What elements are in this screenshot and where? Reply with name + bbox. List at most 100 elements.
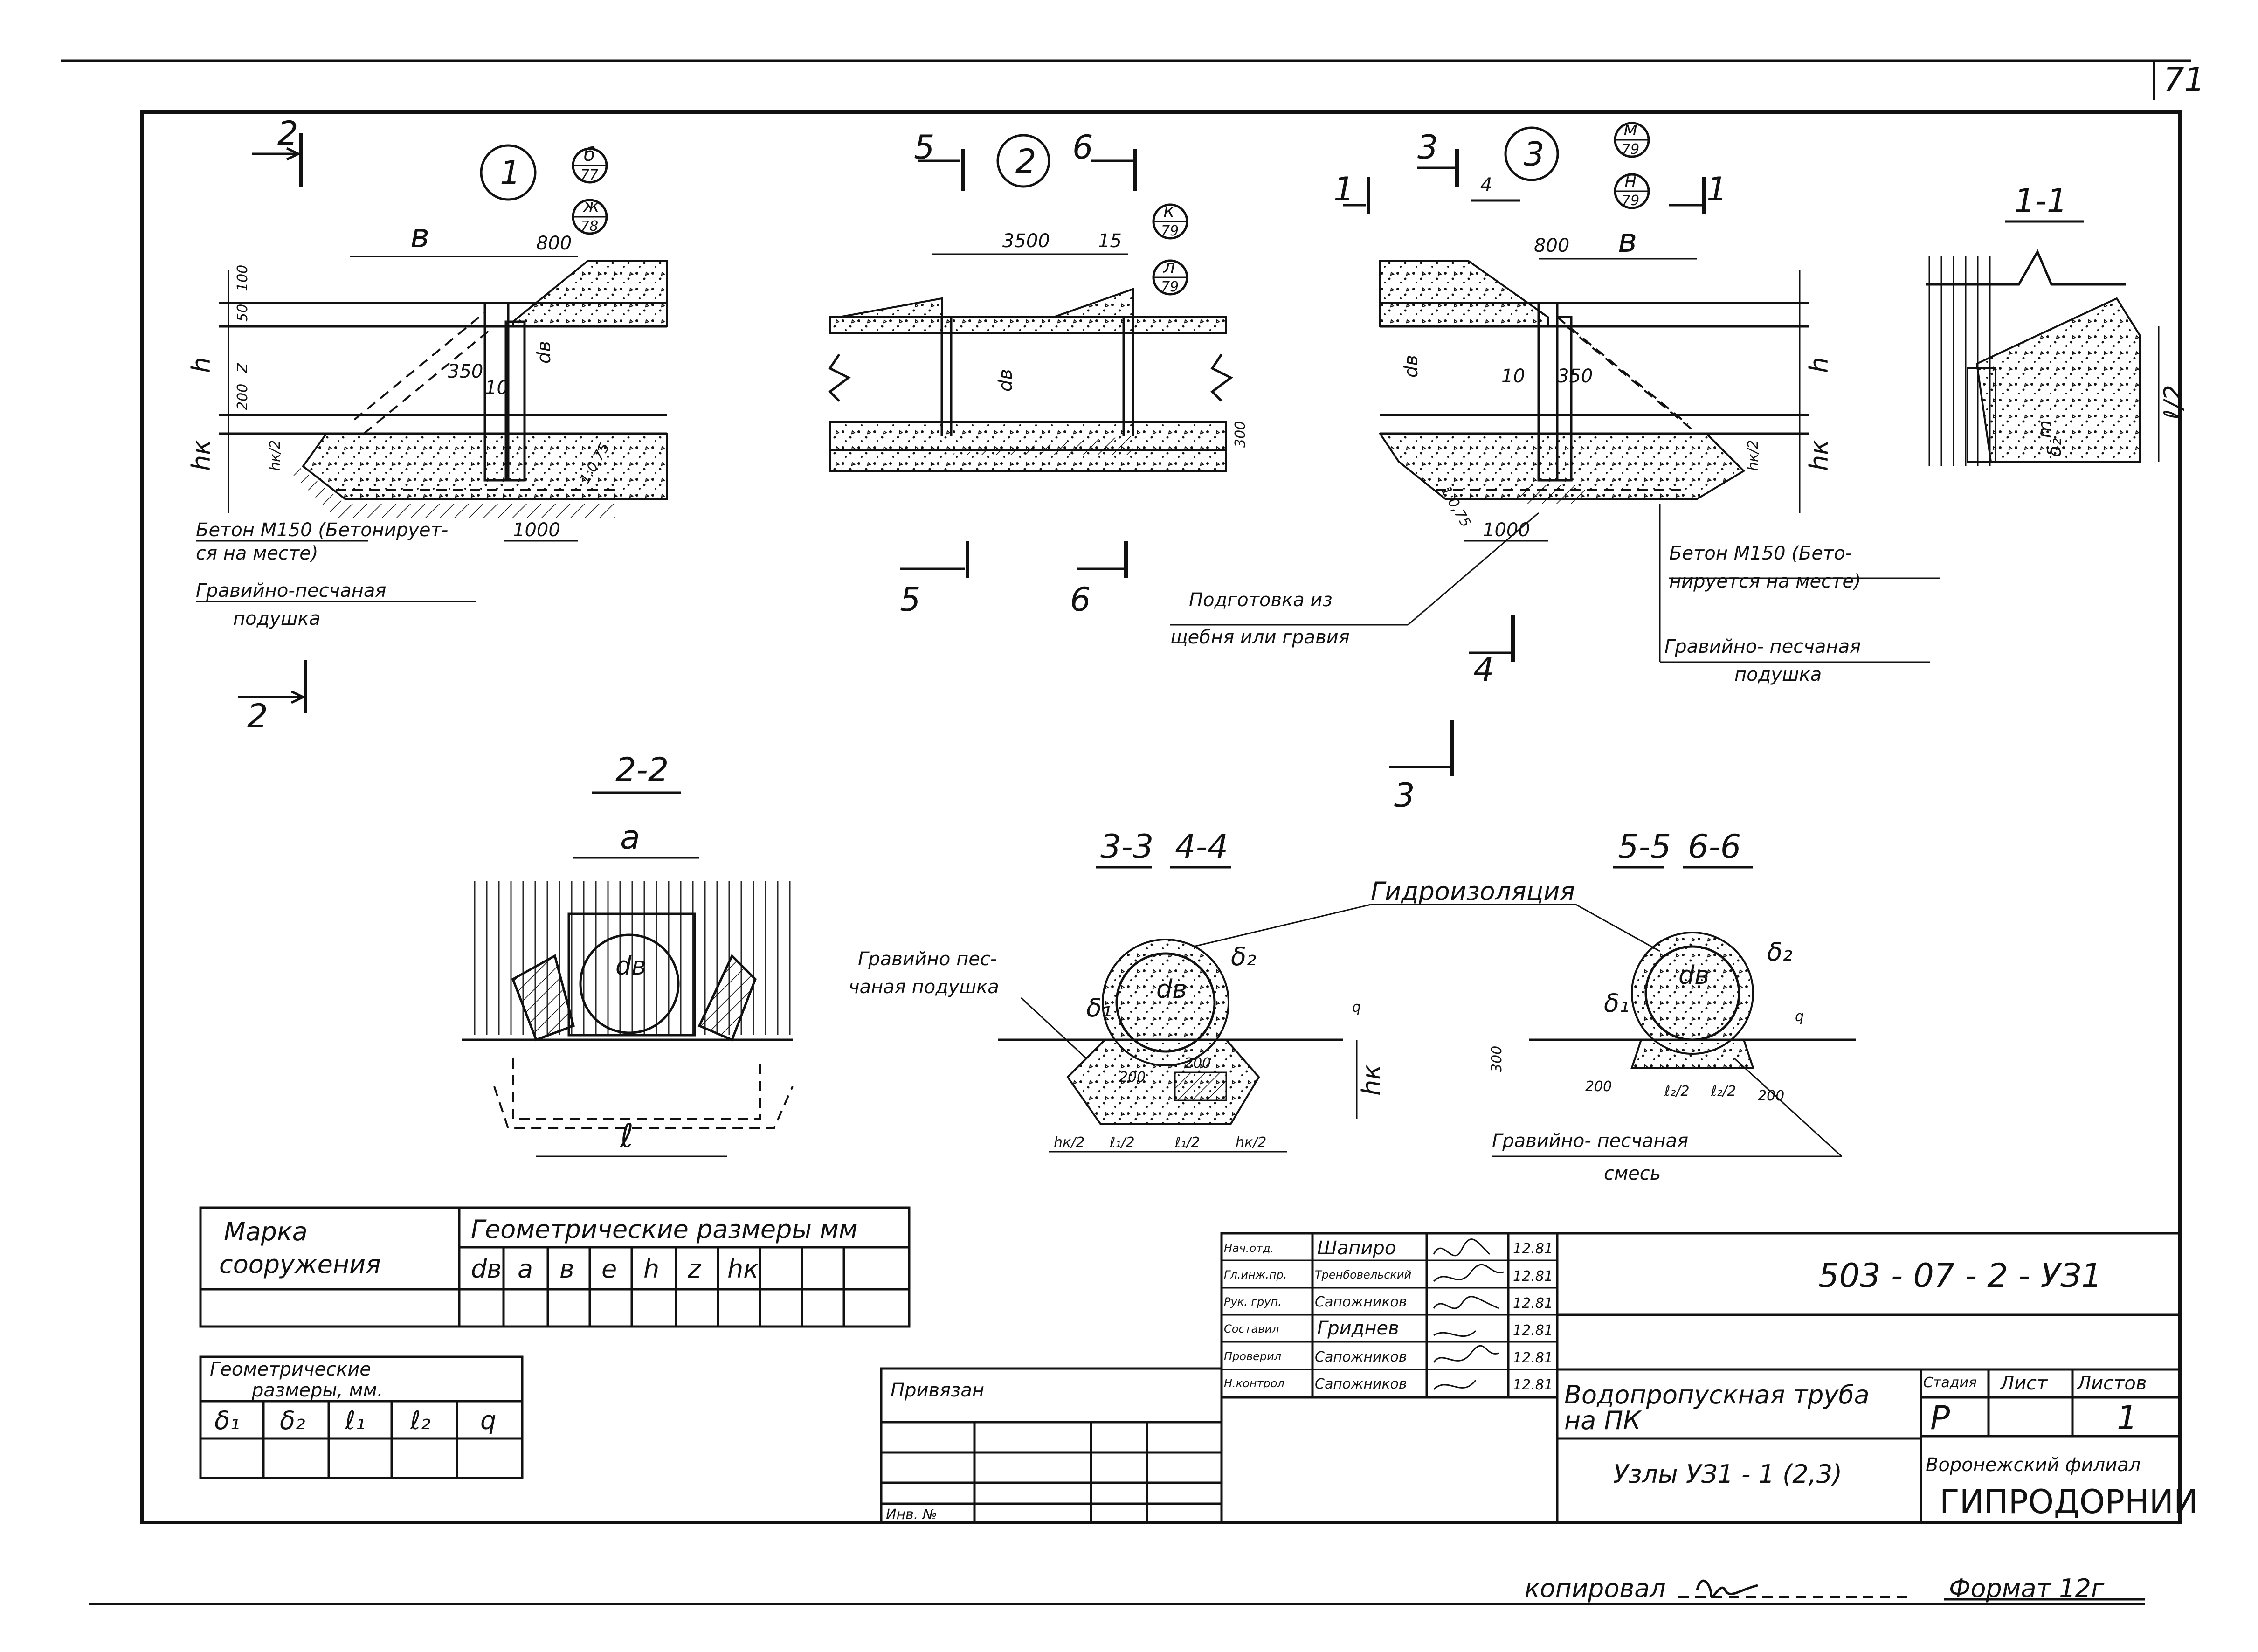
org-line2: ГИПРОДОРНИИ (1940, 1483, 2198, 1521)
node-1-ref-bottom: ж (582, 195, 600, 217)
sig-role-5: Проверил (1224, 1350, 1281, 1363)
cut-1-left-label: 1 (1333, 170, 1354, 208)
node-1-dim-50: 50 (235, 304, 251, 322)
node-1-gravel-note-1: Гравийно-песчаная (196, 580, 386, 601)
section-5-5-dim-d1: δ₁ (1604, 988, 1630, 1018)
node-3-dim-hk: hк (1804, 440, 1834, 471)
section-3-3-dim-l1: ℓ₁/2 (1109, 1134, 1135, 1151)
sheet-header: Лист (1999, 1373, 2048, 1394)
node-1-ref-bottom-sheet: 78 (580, 218, 598, 235)
cut-4-bottom-label: 4 (1473, 650, 1494, 689)
gravel-mix-note-1: Гравийно- песчаная (1492, 1130, 1688, 1152)
node-3-dim-hk2: hк/2 (1745, 440, 1761, 471)
table1-col-e: е (601, 1254, 617, 1284)
node-2-drawing: 5 2 6 к 79 л 79 3500 15 dв 300 (828, 128, 1249, 619)
section-3-3-dim-hk2-right: hк/2 (1236, 1134, 1266, 1151)
node-3-concrete-note-1: Бетон М150 (Бето- (1669, 543, 1852, 564)
section-5-5-dim-300: 300 (1489, 1046, 1505, 1072)
section-5-5-6-6: 5-5 6-6 dв δ₂ δ₁ 300 200 200 ℓ₂/2 ℓ₂/2 q… (1489, 828, 1856, 1184)
table1-col1-line2: сооружения (219, 1250, 381, 1279)
table2-header-line2: размеры, мм. (251, 1380, 383, 1401)
doc-title-line1: Водопропускная труба (1564, 1380, 1870, 1410)
section-3-3-4-4: 3-3 4-4 dв δ₂ δ₁ 200 200 hк/2 ℓ₁/2 ℓ₁/2 … (849, 828, 1660, 1153)
node-1-dim-100: 100 (235, 265, 251, 291)
page-number: 71 (2163, 61, 2205, 99)
node-2-dim-15: 15 (1098, 230, 1122, 252)
node-1-dim-hk2: hк/2 (267, 440, 283, 471)
node-3-dim-1000: 1000 (1483, 519, 1530, 541)
section-5-5-dim-l2b: ℓ₂/2 (1711, 1083, 1736, 1099)
sig-role-2: Гл.инж.пр. (1224, 1268, 1287, 1281)
node-3-ref-bottom: н (1624, 170, 1637, 191)
node-2-ref-top: к (1163, 200, 1174, 221)
section-5-5-dim-200b: 200 (1758, 1088, 1784, 1104)
node-3-drawing: 1 3 3 м 79 н 79 4 1 800 в dв 10 (1170, 118, 1940, 815)
doc-title-line2: на ПК (1564, 1406, 1642, 1435)
title-block: Привязан Инв. № Нач.отд. Шапиро 12.81 Гл… (880, 1232, 2198, 1524)
node-1-dim-b: в (410, 217, 429, 255)
section-5-5-dim-q: q (1795, 1009, 1804, 1025)
node-3-ref-top-sheet: 79 (1622, 141, 1639, 158)
section-1-1-dim-d2: δ₂ (2044, 438, 2065, 457)
node-1-dim-10: 10 (485, 377, 509, 399)
section-3-3-dim-200a: 200 (1119, 1069, 1146, 1085)
node-1-dim-hk: hк (186, 440, 216, 471)
tied-label: Привязан (891, 1380, 984, 1401)
cut-2-top-label: 2 (277, 114, 298, 152)
section-1-1-title: 1-1 (2014, 182, 2067, 220)
section-1-1-dim-l2: ℓ/2 (2159, 385, 2188, 420)
node-1-dim-dv: dв (533, 341, 555, 364)
sig-date-2: 12.81 (1513, 1268, 1553, 1285)
table2-col-d2: δ₂ (280, 1406, 305, 1435)
sig-date-3: 12.81 (1513, 1295, 1553, 1312)
node-3-base-note-1: Подготовка из (1189, 589, 1333, 611)
section-5-5-dim-d2: δ₂ (1767, 937, 1793, 967)
node-1-dim-h: h (186, 357, 216, 373)
section-3-3-dim-d1: δ₁ (1086, 993, 1112, 1023)
node-3-gravel-note-1: Гравийно- песчаная (1664, 636, 1861, 657)
node-3-number: 3 (1524, 135, 1545, 173)
node-3-dim-dv: dв (1401, 355, 1422, 378)
sheets-value: 1 (2117, 1399, 2138, 1437)
section-3-3-dim-hk: hк (1357, 1064, 1386, 1096)
section-3-3-dim-200b: 200 (1184, 1055, 1211, 1071)
node-2-dim-dv: dв (995, 369, 1016, 392)
node-3-dim-350: 350 (1557, 366, 1593, 387)
sig-date-4: 12.81 (1513, 1322, 1553, 1339)
sig-name-1: Шапиро (1317, 1237, 1396, 1259)
node-2-ref-top-sheet: 79 (1161, 223, 1179, 239)
sig-name-2: Тренбовельский (1315, 1268, 1411, 1281)
cut-5-bottom-label: 5 (900, 581, 921, 619)
sig-name-6: Сапожников (1315, 1376, 1407, 1392)
node-3-dim-10: 10 (1501, 366, 1525, 387)
gravel-cushion-note-2: чаная подушка (849, 976, 999, 998)
node-1-ref-top: б (584, 144, 595, 166)
node-3-ref-bottom-sheet: 79 (1622, 193, 1639, 209)
sig-role-6: Н.контрол (1224, 1377, 1284, 1390)
node-1-dim-1000: 1000 (513, 519, 560, 541)
section-2-2-title: 2-2 (615, 751, 669, 789)
node-2-ref-bottom-sheet: 79 (1161, 279, 1179, 295)
table2-col-q: q (480, 1406, 496, 1435)
stage-value: Р (1930, 1399, 1950, 1437)
sig-date-6: 12.81 (1513, 1377, 1553, 1393)
node-3-dim-b: в (1618, 221, 1637, 260)
table-structure-dimensions: Марка сооружения Геометрические размеры … (199, 1206, 911, 1328)
table1-col-dv: dв (471, 1254, 502, 1284)
node-2-number: 2 (1015, 142, 1036, 180)
table2-col-l2: ℓ₂ (410, 1406, 431, 1435)
bottom-caption: копировал Формат 12г (1525, 1574, 2145, 1603)
org-line1: Воронежский филиал (1926, 1454, 2141, 1476)
table1-col-a: a (518, 1254, 533, 1284)
table1-col1-line1: Марка (224, 1217, 308, 1246)
cut-5-top-label: 5 (914, 128, 935, 166)
section-3-3-dim-l1b: ℓ₁/2 (1174, 1134, 1200, 1151)
node-3-concrete-note-2: нируется на месте) (1669, 571, 1861, 592)
node-2-dim-3500: 3500 (1002, 230, 1050, 252)
section-1-1: 1-1 m δ₂ ℓ/2 (1926, 182, 2188, 466)
section-2-2: 2-2 a dв ℓ (462, 751, 797, 1157)
node-3-dim-800: 800 (1534, 235, 1569, 256)
node-1-concrete-note-2: ся на месте) (196, 543, 318, 564)
section-4-4-title: 4-4 (1175, 828, 1228, 866)
